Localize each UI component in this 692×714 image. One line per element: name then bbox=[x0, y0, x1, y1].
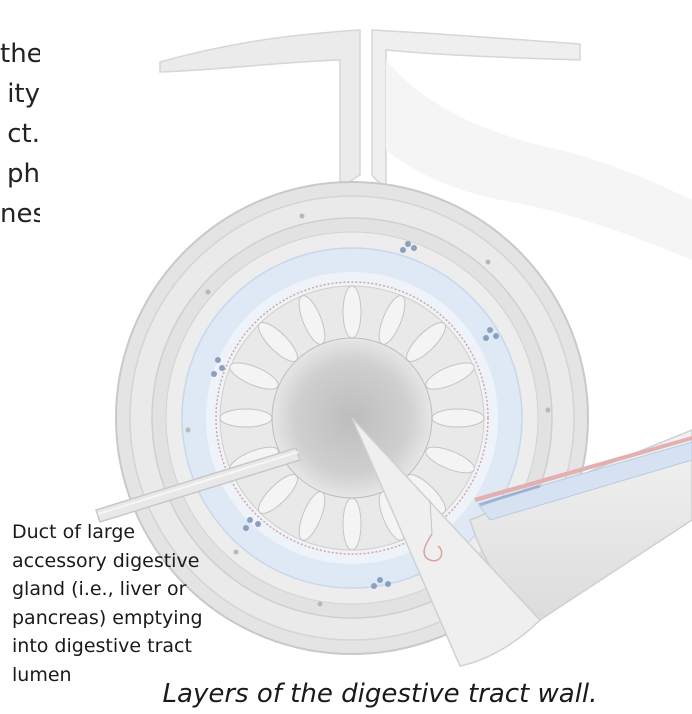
intestinal-gland bbox=[423, 499, 443, 562]
body-text-line: the bbox=[0, 39, 40, 69]
accessory-gland-duct bbox=[95, 447, 301, 523]
duct-label-line: pancreas) emptying bbox=[12, 606, 203, 629]
body-text-line: ct. bbox=[7, 119, 40, 149]
nerve-plexus-dots bbox=[185, 213, 551, 607]
duct-label-line: into digestive tract bbox=[12, 635, 192, 657]
submucosal-glands bbox=[211, 241, 499, 589]
duct-annotation-label: Duct of large accessory digestive gland … bbox=[12, 518, 212, 689]
tract-continuation-cut bbox=[469, 429, 692, 621]
body-text-line: ity bbox=[7, 79, 40, 109]
duct-label-line: accessory digestive bbox=[12, 549, 200, 572]
body-text-line: nes bbox=[0, 199, 40, 229]
duct-label-line: Duct of large bbox=[12, 521, 136, 543]
duct-label-line: lumen bbox=[12, 663, 72, 686]
mesentery bbox=[159, 29, 692, 260]
figure-caption: Layers of the digestive tract wall. bbox=[162, 679, 598, 709]
truncated-body-text: the ity ct. ph nes bbox=[0, 34, 40, 234]
body-text-line: ph bbox=[7, 159, 40, 189]
duct-label-line: gland (i.e., liver or bbox=[12, 578, 187, 600]
wedge-cutaway bbox=[351, 417, 542, 667]
muscularis-mucosae bbox=[215, 281, 489, 555]
